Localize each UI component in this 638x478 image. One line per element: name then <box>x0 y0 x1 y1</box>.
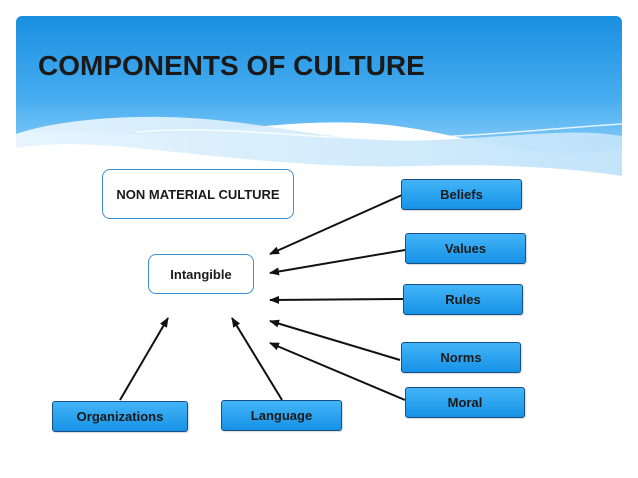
slide-title: COMPONENTS OF CULTURE <box>38 50 425 81</box>
rules-box: Rules <box>403 284 523 315</box>
values-box: Values <box>405 233 526 264</box>
moral-label: Moral <box>447 395 483 410</box>
norms-box: Norms <box>401 342 521 373</box>
moral-box: Moral <box>405 387 525 418</box>
arrow-moral <box>269 342 406 401</box>
non-material-culture-box: NON MATERIAL CULTURE <box>102 169 294 219</box>
organizations-label: Organizations <box>76 409 164 424</box>
beliefs-label: Beliefs <box>440 187 483 202</box>
header-banner <box>16 16 622 176</box>
rules-label: Rules <box>445 292 481 307</box>
header-wave <box>16 116 622 176</box>
intangible-box: Intangible <box>148 254 254 294</box>
beliefs-box: Beliefs <box>401 179 522 210</box>
language-label: Language <box>250 408 313 423</box>
arrow-beliefs <box>269 194 403 255</box>
organizations-box: Organizations <box>52 401 188 432</box>
norms-label: Norms <box>440 350 482 365</box>
arrow-organizations <box>119 317 169 401</box>
arrow-values <box>269 249 406 276</box>
arrow-norms <box>269 319 401 361</box>
arrow-rules <box>269 295 404 304</box>
arrow-language <box>231 317 283 401</box>
header-wave-line <box>135 123 622 140</box>
language-box: Language <box>221 400 342 431</box>
values-label: Values <box>444 241 487 256</box>
non-material-culture-label: NON MATERIAL CULTURE <box>116 186 280 202</box>
intangible-label: Intangible <box>170 266 232 282</box>
